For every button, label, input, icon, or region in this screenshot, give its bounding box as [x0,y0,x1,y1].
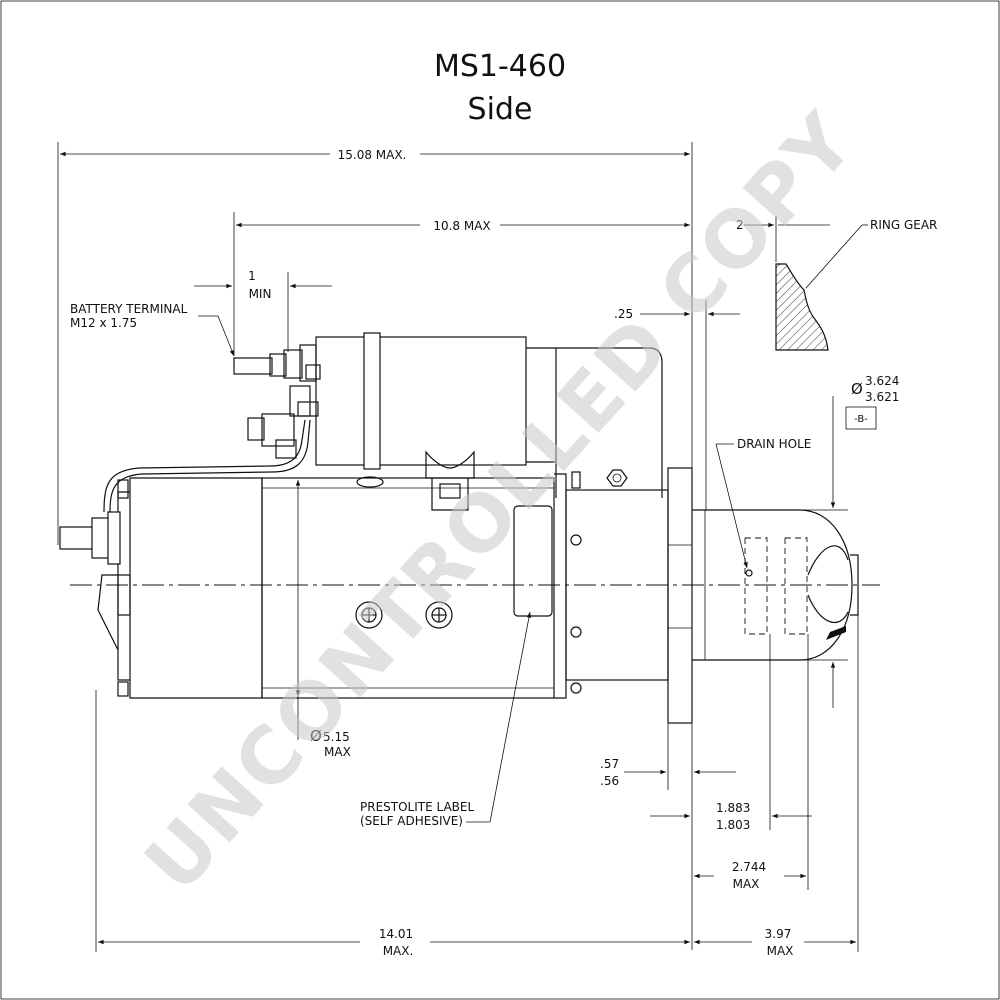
battery-terminal-thread: M12 x 1.75 [70,316,137,330]
dim-pilot-dia-upper: 3.624 [865,374,899,388]
drawing-title: MS1-460 [434,49,566,84]
dim-overall-length: 15.08 MAX. [338,148,407,162]
dim-1-min-label: MIN [249,287,272,301]
uncontrolled-copy-watermark: UNCONTROLLED COPY [128,96,873,909]
dim-flange-lower: .56 [600,774,619,788]
starter-motor-outline [59,332,880,724]
dim-1-min-value: 1 [248,269,256,283]
dim-2-744-value: 2.744 [732,860,766,874]
dim-body-dia-max: MAX [324,745,351,759]
dim-1-883-lower: 1.803 [716,818,750,832]
dim-14-01-value: 14.01 [379,927,413,941]
dimension-lines [57,142,877,952]
dim-body-dia-value: 5.15 [323,730,350,744]
pilot-diameter-symbol: Ø [851,380,863,398]
body-diameter-symbol: Ø [310,727,322,745]
dim-pilot-dia-lower: 3.621 [865,390,899,404]
dim-2-744-max: MAX [733,877,760,891]
dim-ring-gear-2: 2 [736,218,744,232]
dim-0-25: .25 [614,307,633,321]
dim-3-97-value: 3.97 [765,927,792,941]
prestolite-label-note: (SELF ADHESIVE) [360,814,463,828]
dim-flange-upper: .57 [600,757,619,771]
prestolite-label-text: PRESTOLITE LABEL [360,800,474,814]
drawing-subtitle: Side [468,92,533,127]
ring-gear-detail [775,224,868,351]
pole-screw-right [425,601,453,629]
datum-b-label: -B- [854,414,868,425]
pole-screw-left [355,601,383,629]
dim-10-8-max: 10.8 MAX [433,219,490,233]
drain-hole-label: DRAIN HOLE [737,437,811,451]
dim-3-97-max: MAX [767,944,794,958]
dim-1-883-upper: 1.883 [716,801,750,815]
dim-14-01-max: MAX. [383,944,414,958]
battery-terminal-label: BATTERY TERMINAL [70,302,188,316]
ring-gear-label: RING GEAR [870,218,937,232]
drain-hole-mark [745,569,753,577]
